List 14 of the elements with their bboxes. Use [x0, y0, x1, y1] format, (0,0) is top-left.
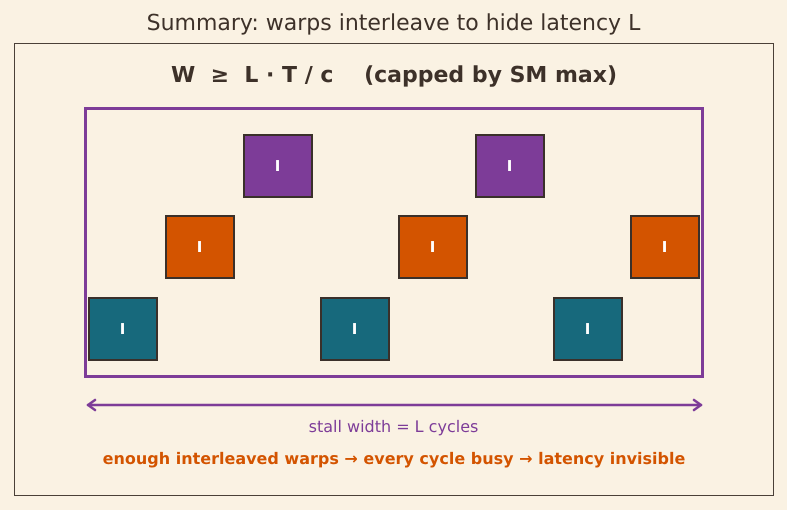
instruction-block: I [320, 296, 390, 360]
interleave-panel [84, 106, 704, 378]
summary-note: enough interleaved warps → every cycle busy → latency invisible [102, 449, 686, 469]
instruction-block: I [88, 296, 158, 360]
formula-text: W ≥ L · T / c (capped by SM max) [170, 62, 618, 90]
instruction-block: I [242, 134, 312, 198]
dimension-label: stall width = L cycles [308, 417, 480, 437]
instruction-block: I [398, 214, 468, 278]
instruction-block: I [630, 214, 700, 278]
outer-frame [14, 43, 774, 496]
instruction-block: I [552, 296, 622, 360]
instruction-block: I [164, 214, 234, 278]
title-text: Summary: warps interleave to hide latency L [146, 10, 642, 38]
instruction-block: I [474, 134, 544, 198]
